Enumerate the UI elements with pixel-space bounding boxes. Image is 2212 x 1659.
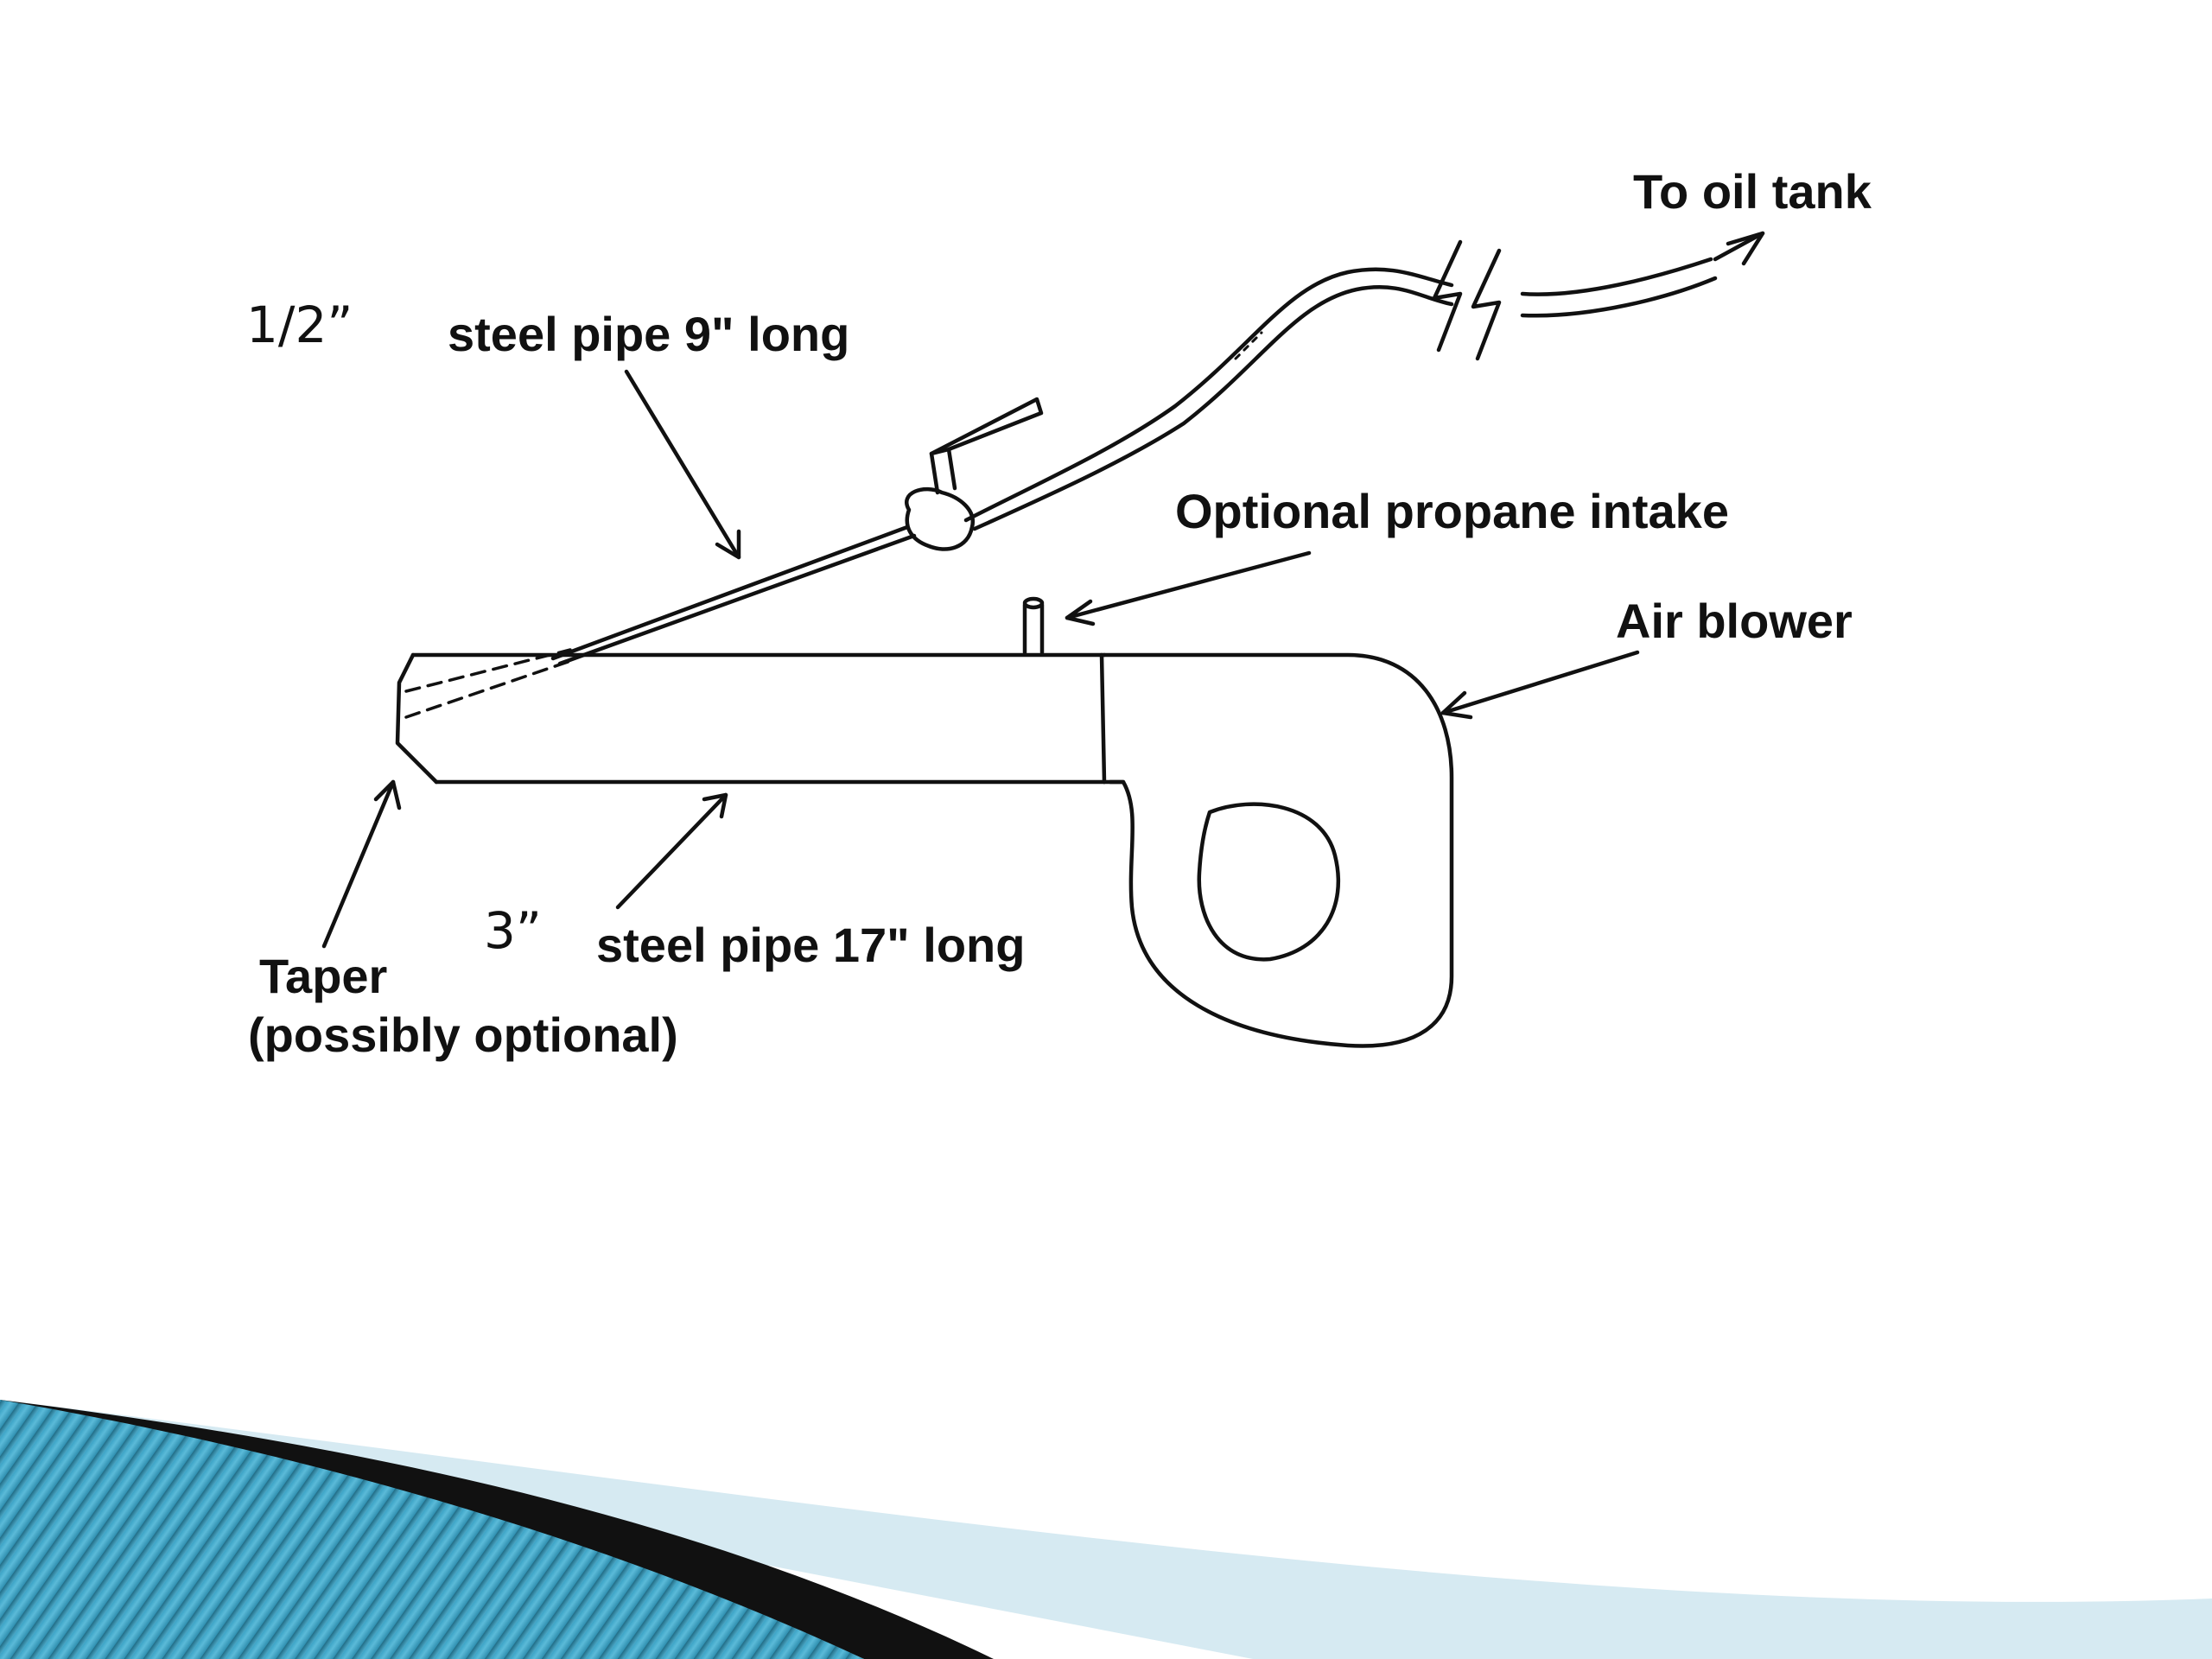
slide-decoration-swoosh [0, 1400, 2212, 1659]
arrow-propane [1065, 550, 1312, 626]
air-blower [1102, 652, 1454, 1048]
label-steel-pipe-9-long: steel pipe 9" long [448, 307, 850, 361]
label-to-oil-tank: To oil tank [1633, 164, 1872, 219]
label-optional-propane-intake: Optional propane intake [1175, 484, 1729, 538]
arrow-air-blower [1440, 650, 1640, 720]
label-air-blower: Air blower [1616, 594, 1853, 648]
swoosh-pale-band [0, 1400, 2212, 1659]
label-dimension-half-inch: 1/2” [246, 296, 353, 354]
swoosh-teal-wedge [0, 1400, 864, 1659]
main-pipe [395, 652, 1107, 785]
hose-break [1432, 239, 1502, 361]
valve [905, 397, 1044, 551]
label-taper: Taper [259, 949, 388, 1003]
arrow-taper [321, 779, 402, 949]
propane-intake [1022, 596, 1045, 655]
label-steel-pipe-17-long: steel pipe 17" long [596, 918, 1026, 972]
inner-pipe-dashes [404, 648, 572, 719]
arrow-steel-pipe-17 [615, 792, 728, 910]
oil-hose [963, 231, 1765, 531]
label-possibly-optional: (possibly optional) [248, 1007, 678, 1062]
fuel-pipe [550, 524, 917, 666]
arrow-steel-pipe-9 [624, 369, 741, 560]
label-dimension-three-inch: 3” [484, 901, 542, 960]
